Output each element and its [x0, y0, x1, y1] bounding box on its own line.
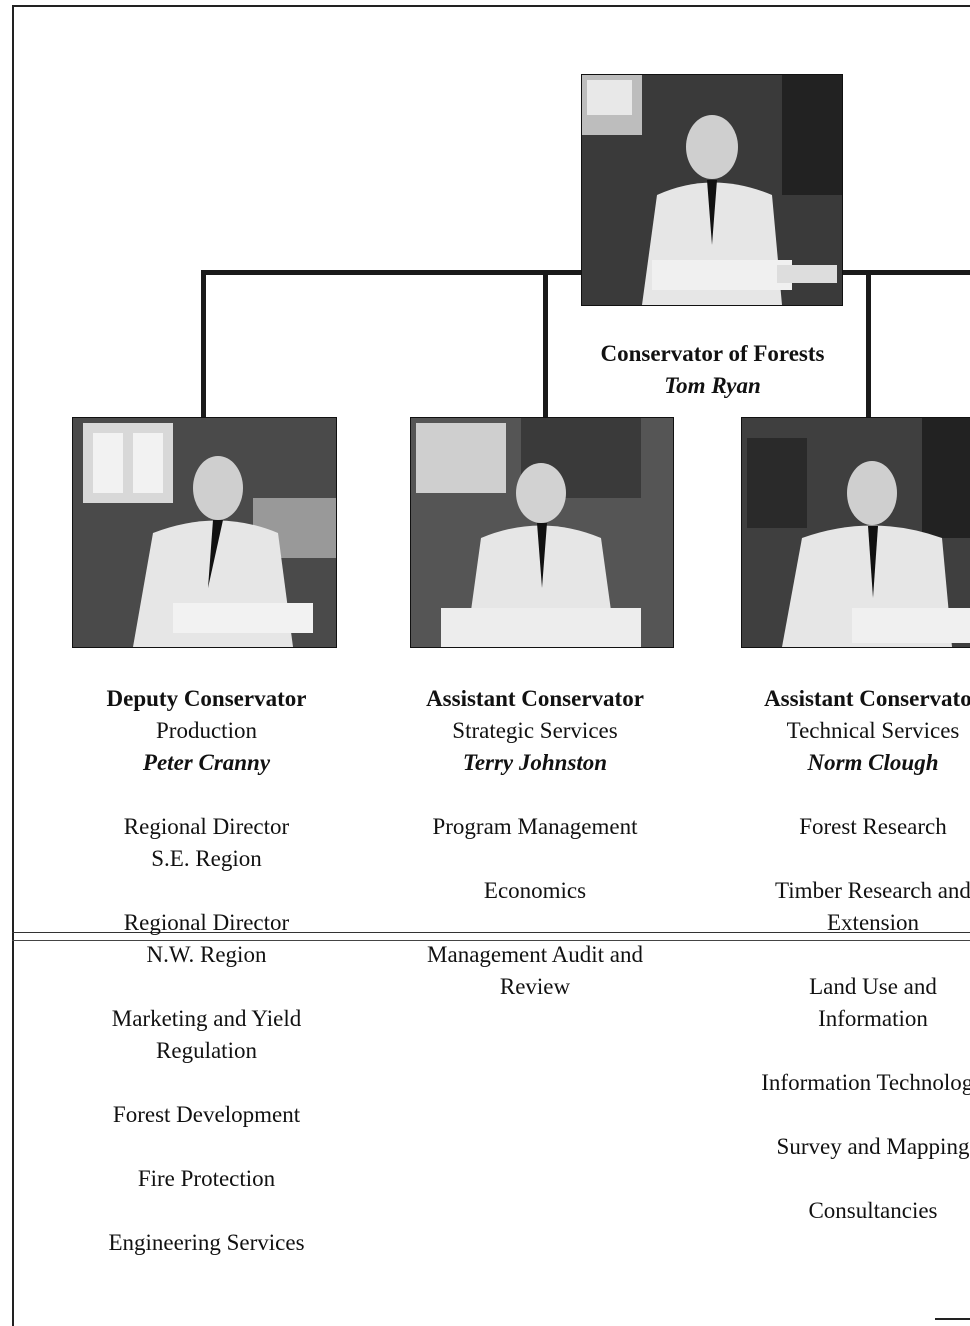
list-item: Forest Research: [799, 814, 947, 839]
column-person-name: Peter Cranny: [142, 750, 271, 775]
deputy-conservator-column: Deputy Conservator Production Peter Cran…: [54, 683, 359, 811]
list-item: Forest Development: [112, 1102, 301, 1127]
connector-left-drop: [201, 270, 206, 418]
conservator-photo: [581, 74, 843, 306]
list-item: Consultancies: [808, 1198, 938, 1223]
list-item: Information Technology: [761, 1070, 970, 1095]
list-item: Program Management: [432, 814, 638, 839]
page-corner-mark: [935, 1318, 970, 1320]
frame-left-border: [12, 5, 14, 1326]
scan-fold-line: [12, 932, 970, 933]
column-person-name: Norm Clough: [807, 750, 939, 775]
scan-fold-line: [12, 940, 970, 941]
strategic-services-column: Assistant Conservator Strategic Services…: [385, 683, 685, 811]
list-item: Engineering Services: [108, 1230, 305, 1255]
conservator-name: Tom Ryan: [664, 373, 761, 398]
conservator-title: Conservator of Forests: [600, 341, 825, 366]
column-person-name: Terry Johnston: [462, 750, 608, 775]
strategic-services-photo: [410, 417, 674, 648]
column-subtitle: Strategic Services: [452, 718, 618, 743]
list-item: Survey and Mapping: [776, 1134, 970, 1159]
list-item: Economics: [483, 878, 587, 903]
column-title: Assistant Conservator: [426, 686, 644, 711]
technical-services-column: Assistant Conservator Technical Services…: [718, 683, 970, 811]
deputy-conservator-photo: [72, 417, 337, 648]
column-title: Deputy Conservator: [106, 686, 307, 711]
list-item: Fire Protection: [137, 1166, 276, 1191]
connector-right-drop: [866, 270, 871, 418]
column-subtitle: Technical Services: [786, 718, 960, 743]
technical-services-photo: [741, 417, 970, 648]
column-subtitle: Production: [156, 718, 257, 743]
column-title: Assistant Conservator: [764, 686, 970, 711]
connector-middle-drop: [543, 270, 548, 418]
frame-top-border: [12, 5, 970, 7]
